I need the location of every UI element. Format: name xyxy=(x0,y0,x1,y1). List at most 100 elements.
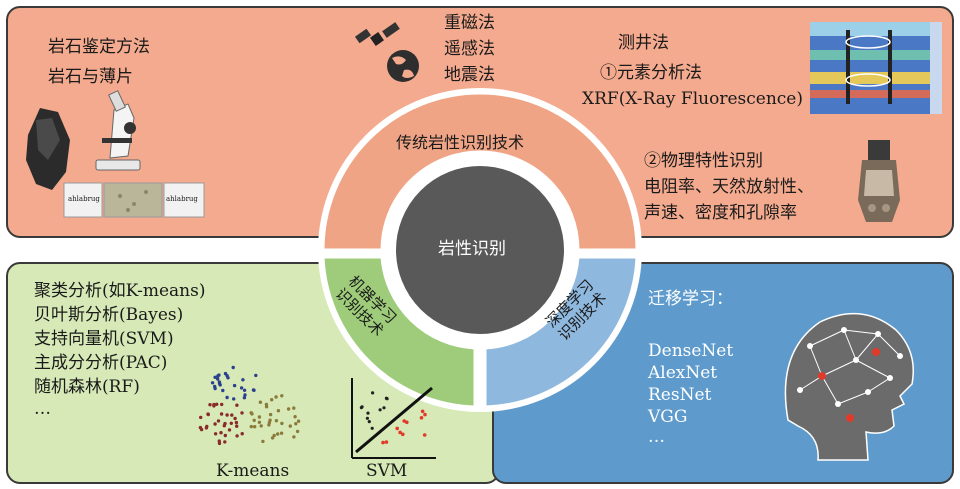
kmeans-point xyxy=(250,425,253,428)
model-vgg: VGG xyxy=(648,406,687,428)
kmeans-point xyxy=(274,395,277,398)
model-ellipsis: … xyxy=(648,426,665,448)
svm-class-b-point xyxy=(385,440,389,444)
kmeans-point xyxy=(241,378,244,381)
drill-bit-icon xyxy=(858,140,900,222)
kmeans-point xyxy=(289,424,292,427)
kmeans-point xyxy=(215,403,218,406)
svm-class-b-point xyxy=(420,416,424,420)
kmeans-point xyxy=(220,403,223,406)
kmeans-point xyxy=(273,434,276,437)
kmeans-point xyxy=(253,419,256,422)
kmeans-point xyxy=(225,396,228,399)
kmeans-point xyxy=(280,394,283,397)
kmeans-point xyxy=(233,417,236,420)
remote-sensing-method: 遥感法 xyxy=(444,38,495,60)
kmeans-point xyxy=(199,426,202,429)
kmeans-point xyxy=(269,413,272,416)
kmeans-point xyxy=(219,431,222,434)
kmeans-point xyxy=(232,366,235,369)
kmeans-point xyxy=(217,373,220,376)
kmeans-point xyxy=(280,432,283,435)
kmeans-point xyxy=(206,412,209,415)
kmeans-point xyxy=(235,425,238,428)
svm-class-a-point xyxy=(371,391,374,394)
ml-method-ellipsis: … xyxy=(34,398,51,420)
kmeans-point xyxy=(259,401,262,404)
kmeans-point xyxy=(233,384,236,387)
ml-method-kmeans: 聚类分析(如K-means) xyxy=(34,280,205,302)
earth-icon xyxy=(387,50,419,82)
traditional-ring-label: 传统岩性识别技术 xyxy=(396,132,524,154)
kmeans-point xyxy=(292,435,295,438)
kmeans-point xyxy=(268,421,271,424)
kmeans-point xyxy=(250,411,253,414)
svm-class-b-point xyxy=(381,441,385,445)
kmeans-point xyxy=(277,409,280,412)
kmeans-point xyxy=(218,442,221,445)
xrf-label: XRF(X-Ray Fluorescence) xyxy=(582,88,803,110)
svm-class-a-point xyxy=(366,417,369,420)
ml-method-rf: 随机森林(RF) xyxy=(34,376,140,398)
kmeans-point xyxy=(205,425,208,428)
kmeans-point xyxy=(240,411,243,414)
kmeans-point xyxy=(213,387,216,390)
well-logging-title: 测井法 xyxy=(618,32,669,54)
kmeans-point xyxy=(293,415,296,418)
kmeans-point xyxy=(221,389,224,392)
kmeans-label: K-means xyxy=(216,460,289,482)
kmeans-point xyxy=(240,386,243,389)
element-analysis-label: ①元素分析法 xyxy=(600,62,702,84)
kmeans-point xyxy=(243,389,246,392)
svm-class-a-point xyxy=(371,427,374,430)
kmeans-point xyxy=(261,440,264,443)
physical-property-line-1: 电阻率、天然放射性、 xyxy=(644,176,814,198)
kmeans-point xyxy=(235,404,238,407)
kmeans-point xyxy=(276,432,279,435)
kmeans-point xyxy=(230,422,233,425)
ai-head-icon xyxy=(785,314,913,460)
svm-label: SVM xyxy=(366,460,407,482)
center-label: 岩性识别 xyxy=(438,238,506,260)
svm-class-b-point xyxy=(423,413,427,417)
kmeans-point xyxy=(275,419,278,422)
kmeans-point xyxy=(253,425,256,428)
kmeans-point xyxy=(260,424,263,427)
kmeans-point xyxy=(211,381,214,384)
kmeans-point xyxy=(214,432,217,435)
model-alexnet: AlexNet xyxy=(648,362,717,384)
physical-property-title: ②物理特性识别 xyxy=(644,150,763,172)
kmeans-point xyxy=(235,421,238,424)
kmeans-point xyxy=(258,421,261,424)
svm-class-b-point xyxy=(395,427,399,431)
kmeans-point xyxy=(296,430,299,433)
kmeans-point xyxy=(280,422,283,425)
kmeans-point xyxy=(224,434,227,437)
svm-decision-boundary xyxy=(356,388,432,452)
kmeans-point xyxy=(223,440,226,443)
kmeans-point xyxy=(199,416,202,419)
ml-method-pca: 主成分分析(PAC) xyxy=(34,352,167,374)
thin-section-label-left: ahlabrug xyxy=(68,195,100,203)
kmeans-point xyxy=(208,403,211,406)
kmeans-point xyxy=(216,377,219,380)
kmeans-point xyxy=(217,419,220,422)
svm-class-a-point xyxy=(386,397,389,400)
rock-sample-icon xyxy=(26,108,70,190)
physical-property-line-2: 声速、密度和孔隙率 xyxy=(644,202,797,224)
model-densenet: DenseNet xyxy=(648,340,733,362)
gravity-magnetic-method: 重磁法 xyxy=(444,12,495,34)
kmeans-point xyxy=(213,422,216,425)
svm-class-b-point xyxy=(401,433,405,437)
kmeans-point xyxy=(230,413,233,416)
ml-method-svm: 支持向量机(SVM) xyxy=(34,328,174,350)
transfer-learning-title: 迁移学习： xyxy=(648,288,733,310)
kmeans-point xyxy=(224,372,227,375)
kmeans-point xyxy=(228,428,231,431)
kmeans-scatter-plot xyxy=(199,366,301,445)
svm-class-a-point xyxy=(360,406,363,409)
kmeans-point xyxy=(292,406,295,409)
kmeans-point xyxy=(265,405,268,408)
kmeans-point xyxy=(258,415,261,418)
svm-class-a-point xyxy=(379,408,382,411)
